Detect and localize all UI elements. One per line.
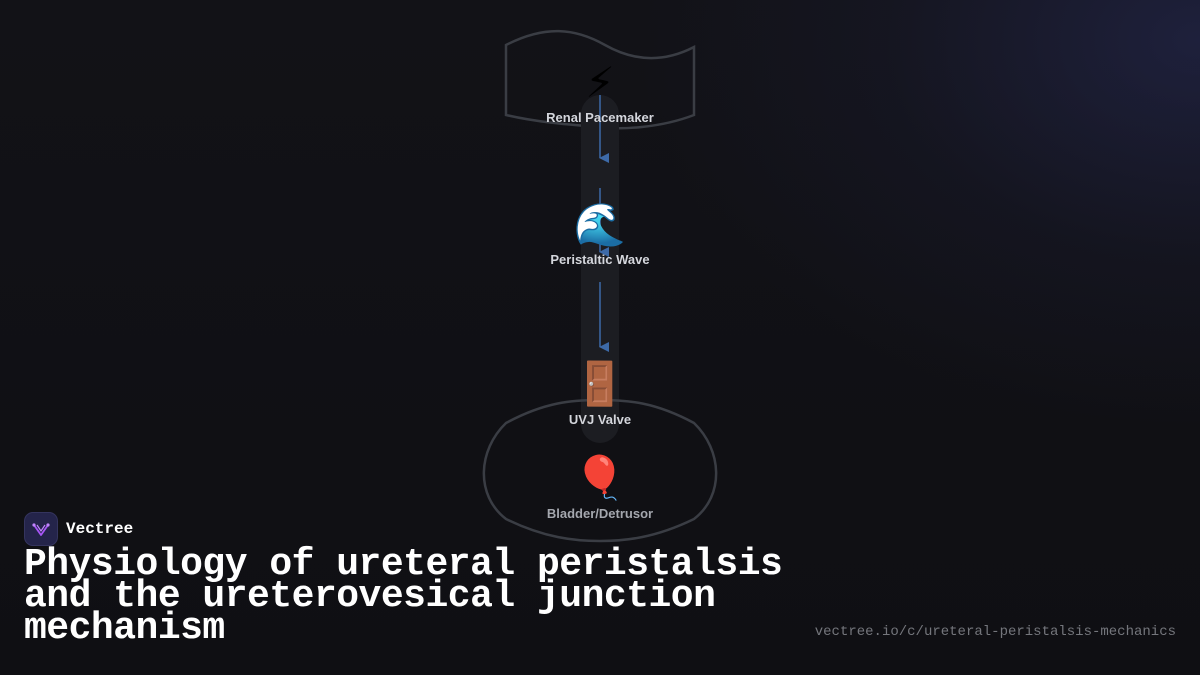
bladder-outline: [482, 398, 718, 543]
vectree-logo-icon: [24, 512, 58, 546]
node-label-renal-pacemaker: Renal Pacemaker: [546, 110, 654, 125]
node-label-bladder-detrusor: Bladder/Detrusor: [547, 506, 653, 521]
node-uvj-valve: 🚪 UVJ Valve: [569, 359, 631, 427]
brand-name: Vectree: [66, 520, 134, 538]
node-label-peristaltic-wave: Peristaltic Wave: [550, 252, 649, 267]
kidney-outline: [504, 29, 696, 130]
node-peristaltic-wave: 🌊 Peristaltic Wave: [550, 200, 649, 267]
ureter-tube: [581, 95, 619, 443]
node-bladder-detrusor: 🎈 Bladder/Detrusor: [547, 452, 653, 521]
water-wave-icon: 🌊: [574, 200, 626, 249]
balloon-icon: 🎈: [574, 452, 626, 502]
node-renal-pacemaker: ⚡ Renal Pacemaker: [546, 58, 654, 125]
brand: Vectree: [24, 512, 133, 546]
high-voltage-icon: ⚡: [585, 58, 615, 107]
door-icon: 🚪: [574, 359, 626, 408]
vectree-logo-mark: [32, 523, 50, 536]
node-label-uvj-valve: UVJ Valve: [569, 412, 631, 427]
page-title: Physiology of ureteral peristalsis and t…: [24, 543, 783, 650]
source-url[interactable]: vectree.io/c/ureteral-peristalsis-mechan…: [814, 624, 1176, 640]
